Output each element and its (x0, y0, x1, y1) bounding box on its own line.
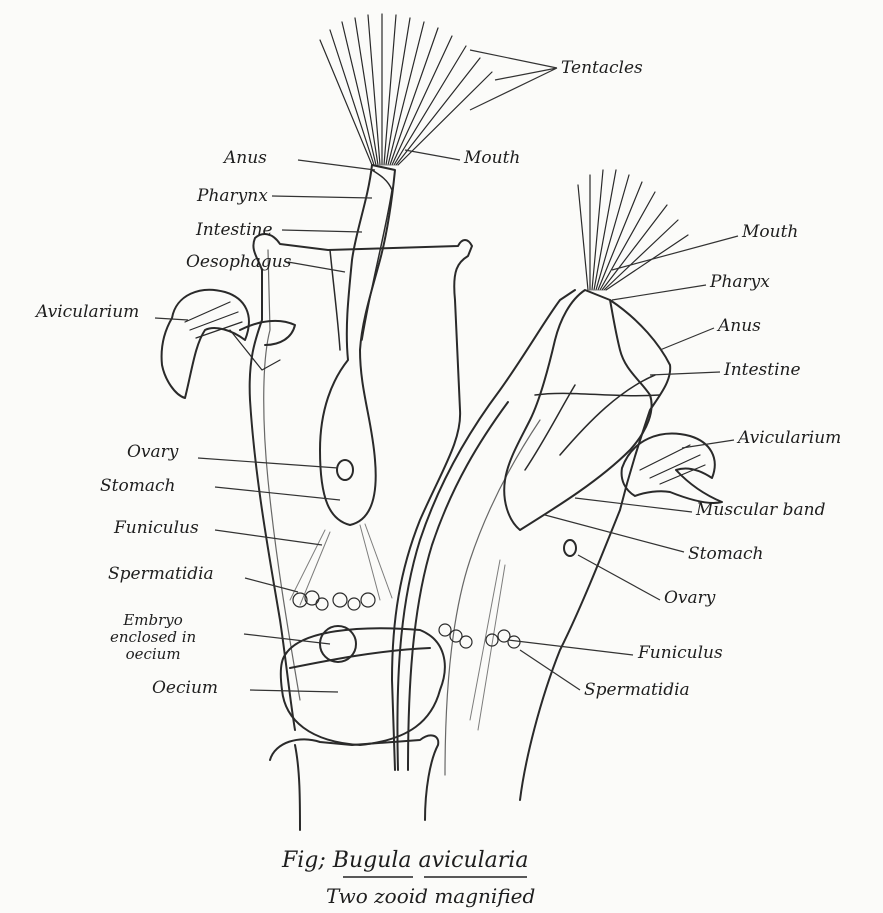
caption-species: avicularia (419, 848, 529, 873)
label-embryo: Embryo enclosed in oecium (110, 612, 196, 663)
right-zooid-wall (397, 290, 670, 800)
label-spermatidia-left: Spermatidia (108, 566, 214, 583)
left-zooid-wall (250, 234, 472, 770)
oecium-shape (281, 628, 445, 745)
caption-genus: Bugula (333, 848, 412, 873)
label-mouth-left: Mouth (464, 150, 520, 167)
label-pharynx-right: Pharyx (710, 274, 770, 291)
label-stomach-right: Stomach (688, 546, 763, 563)
left-polypide (320, 165, 395, 525)
label-oecium: Oecium (152, 680, 218, 697)
label-funiculus-right: Funiculus (638, 645, 723, 662)
leader-lines (155, 50, 738, 692)
label-funiculus-left: Funiculus (114, 520, 199, 537)
avicularium-left-shape (162, 290, 295, 398)
label-tentacles: Tentacles (561, 60, 643, 77)
label-mouth-right: Mouth (742, 224, 798, 241)
label-ovary-right: Ovary (664, 590, 715, 607)
label-pharynx-left: Pharynx (197, 188, 268, 205)
label-intestine-right: Intestine (724, 362, 801, 379)
label-intestine-left: Intestine (196, 222, 273, 239)
figure-subtitle: Two zooid magnified (326, 884, 535, 908)
label-anus-left: Anus (224, 150, 267, 167)
label-avicularium-left: Avicularium (36, 304, 139, 321)
label-oesophagus: Oesophagus (186, 254, 291, 271)
label-anus-right: Anus (718, 318, 761, 335)
right-polypide (504, 290, 651, 530)
caption-prefix: Fig; (282, 848, 326, 873)
label-muscular-band: Muscular band (696, 502, 826, 519)
figure-caption: Fig; Bugula avicularia (282, 848, 528, 873)
label-avicularium-right: Avicularium (738, 430, 841, 447)
label-ovary-left: Ovary (127, 444, 178, 461)
label-stomach-left: Stomach (100, 478, 175, 495)
label-spermatidia-right: Spermatidia (584, 682, 690, 699)
